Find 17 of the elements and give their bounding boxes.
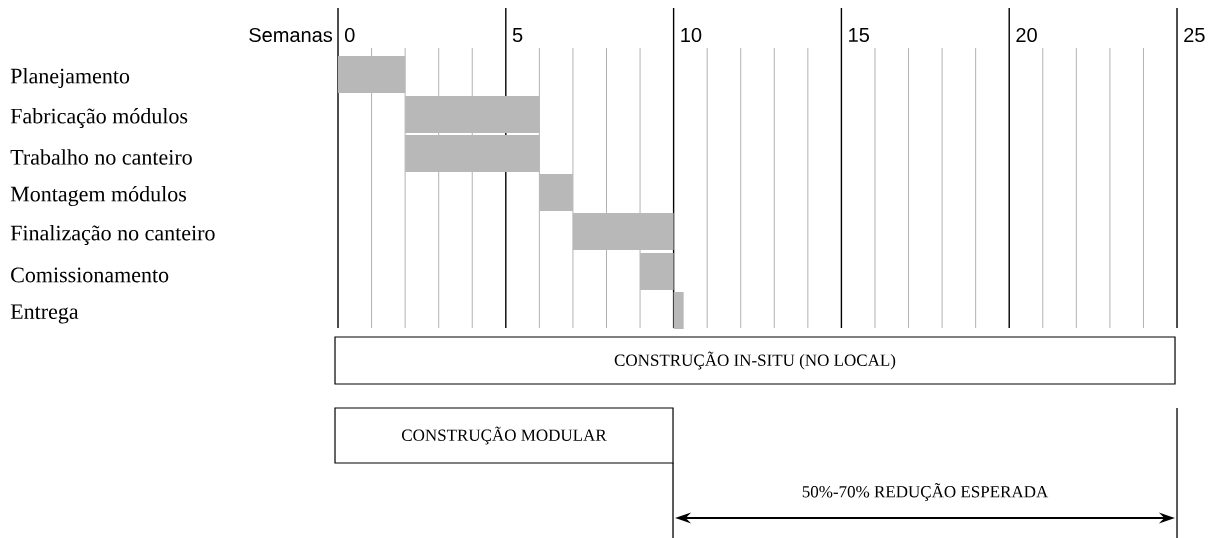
task-label: Finalização no canteiro [10, 225, 215, 245]
tick-label: 5 [512, 28, 523, 42]
phase-box: CONSTRUÇÃO MODULAR [334, 407, 674, 464]
task-label: Fabricação módulos [10, 108, 188, 128]
task-label: Entrega [10, 304, 79, 324]
phase-box: CONSTRUÇÃO IN-SITU (NO LOCAL) [334, 336, 1176, 385]
task-label: Planejamento [10, 68, 130, 88]
tick-label: 15 [849, 28, 869, 42]
tick-label: 20 [1016, 27, 1037, 43]
tick-label: 10 [681, 27, 702, 43]
task-label: Montagem módulos [10, 185, 186, 206]
task-label: Comissionamento [11, 267, 169, 283]
axis-title: Semanas [249, 27, 333, 43]
tick-label: 0 [345, 27, 355, 43]
tick-label: 25 [1184, 27, 1205, 43]
task-label: Trabalho no canteiro [10, 149, 192, 165]
dimension-label: 50%-70% REDUÇÃO ESPERADA [802, 483, 1049, 501]
